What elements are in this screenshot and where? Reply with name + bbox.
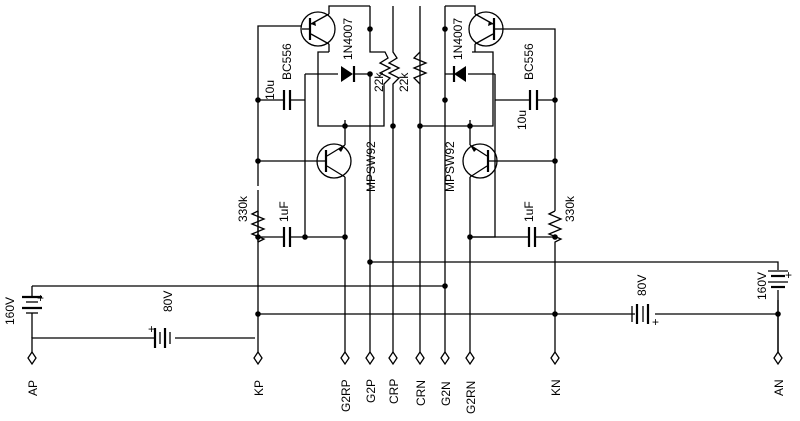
pin-g2rn: G2RN [464,381,478,414]
battery-right-160v-plus: + [785,268,792,282]
battery-left-80v-label: 80V [161,291,175,312]
battery-left-160v-label: 160V [3,297,17,325]
bus-wires [31,261,779,352]
label-c-bot-right: 1uF [522,201,536,222]
label-q-mid-right: MPSW92 [443,141,457,192]
pin-kp: KP [252,380,266,396]
pin-kn: KN [549,379,563,396]
battery-left-160v-plus: + [37,291,44,305]
battery-left-160v: + 160V [3,286,44,338]
battery-left-80v: + 80V [148,291,175,348]
label-q-mid-left: MPSW92 [364,141,378,192]
junction-dots [255,26,781,317]
pin-g2n: G2N [439,381,453,406]
label-q-top-right: BC556 [522,43,536,80]
component-labels: BC556 1N4007 22k 22k 10u MPSW92 330k 1uF… [236,18,577,222]
left-half-circuit [250,5,401,352]
battery-right-160v: + 160V [755,268,792,300]
label-q-top-left: BC556 [280,43,294,80]
battery-right-80v-plus: + [652,315,659,329]
pin-ap: AP [26,380,40,396]
battery-right-160v-label: 160V [755,272,769,300]
battery-right-80v: + 80V [631,275,659,329]
label-r-top-left: 22k [372,72,386,92]
label-r-bot-right: 330k [563,195,577,222]
pin-g2p: G2P [364,379,378,403]
pin-terminals: AP KP G2RP G2P CRP CRN G2N G2RN KN AN [26,350,786,414]
battery-left-80v-plus: + [148,322,155,336]
label-r-bot-left: 330k [236,195,250,222]
pin-crn: CRN [414,380,428,406]
pin-an: AN [772,379,786,396]
battery-right-80v-label: 80V [635,275,649,296]
label-d-top-left: 1N4007 [341,18,355,60]
label-r-top-left-2: 22k [397,72,411,92]
pin-g2rp: G2RP [339,379,353,412]
label-d-top-right: 1N4007 [451,18,465,60]
label-c-top-right: 10u [515,110,529,130]
right-half-circuit [412,5,563,352]
label-c-bot-left: 1uF [277,201,291,222]
pin-crp: CRP [387,379,401,404]
label-c-top-left: 10u [263,80,277,100]
